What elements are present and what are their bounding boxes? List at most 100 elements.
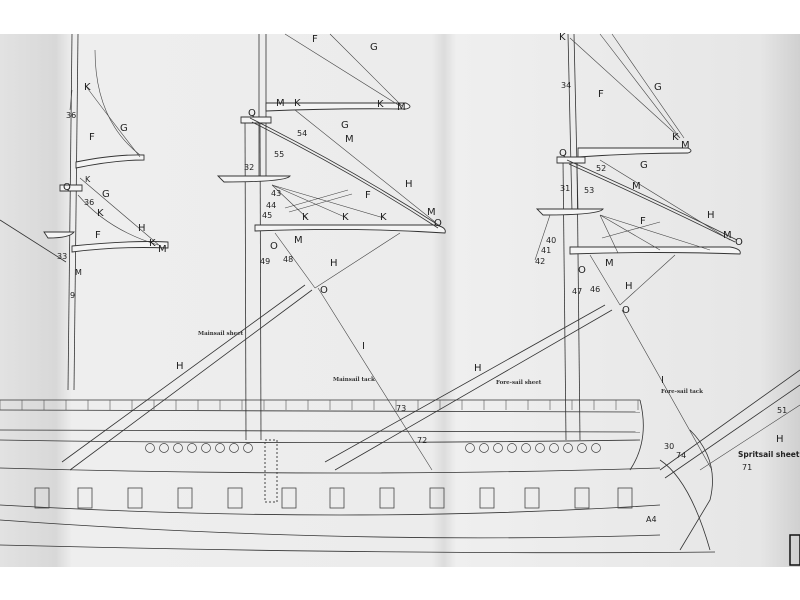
gunport: [574, 487, 590, 509]
mainsail-tack-caption: Mainsail tack: [333, 377, 375, 383]
rigging-label: K: [85, 175, 91, 184]
rigging-label: G: [640, 160, 648, 171]
rigging-label: K: [149, 238, 156, 249]
rigging-label: F: [95, 230, 101, 241]
rigging-label: 43: [271, 189, 281, 198]
rigging-label: M: [427, 207, 436, 218]
title-box: [789, 534, 800, 566]
rigging-label: 41: [541, 246, 551, 255]
rigging-label: G: [370, 42, 378, 53]
gunport: [379, 487, 395, 509]
rigging-label: 34: [561, 81, 571, 90]
rigging-label: H: [176, 361, 184, 372]
deadeye: [479, 443, 489, 453]
rigging-label: Q: [248, 108, 256, 119]
rigging-label: I: [362, 341, 365, 352]
rigging-label: M: [605, 258, 614, 269]
rigging-label: M: [158, 244, 167, 255]
deadeye: [493, 443, 503, 453]
rigging-label: K: [84, 82, 91, 93]
rigging-label: K: [294, 98, 301, 109]
deadeye: [535, 443, 545, 453]
deadeye: [159, 443, 169, 453]
rigging-label: M: [397, 102, 406, 113]
rigging-label: H: [707, 210, 715, 221]
gunport: [479, 487, 495, 509]
rigging-label: 55: [274, 150, 284, 159]
rigging-label: 44: [266, 201, 276, 210]
gunport: [524, 487, 540, 509]
rigging-label: H: [330, 258, 338, 269]
rigging-label: K: [377, 99, 384, 110]
rigging-label: 46: [590, 285, 600, 294]
rigging-label: 42: [535, 257, 545, 266]
rigging-label: M: [632, 181, 641, 192]
deadeye: [145, 443, 155, 453]
rigging-label: F: [640, 216, 646, 227]
fore-labels: K 34 F G K M Q 52 G M 31 53 F H 40 41 42…: [535, 32, 743, 316]
rigging-label: 33: [57, 252, 67, 261]
rigging-label: O: [578, 265, 586, 276]
deadeye: [173, 443, 183, 453]
deadeye: [215, 443, 225, 453]
rigging-label: M: [75, 268, 82, 277]
rigging-label: 72: [417, 436, 427, 445]
rigging-label: M: [681, 140, 690, 151]
rigging-label: A4: [646, 515, 657, 524]
rigging-label: O: [622, 305, 630, 316]
rigging-label: G: [120, 123, 128, 134]
gunport: [429, 487, 445, 509]
rigging-label: G: [654, 82, 662, 93]
rigging-label: O: [434, 218, 442, 229]
sheets-and-tacks: [61, 284, 800, 479]
rigging-label: F: [598, 89, 604, 100]
rigging-label: K: [380, 212, 387, 223]
rigging-label: O: [320, 285, 328, 296]
rigging-label: 48: [283, 255, 293, 264]
rigging-label: K: [302, 212, 309, 223]
hull-labels: Mainsail sheet H I Mainsail tack 73 72 H…: [176, 331, 800, 524]
deadeye: [591, 443, 601, 453]
fore-mast: [534, 33, 741, 441]
rigging-label: 47: [572, 287, 582, 296]
mainsail-sheet-caption: Mainsail sheet: [198, 331, 244, 337]
rigging-label: F: [89, 132, 95, 143]
gunport: [34, 487, 50, 509]
rigging-label: M: [723, 230, 732, 241]
rigging-label: F: [312, 34, 318, 45]
deadeye: [507, 443, 517, 453]
rigging-label: 32: [244, 163, 254, 172]
rigging-label: 53: [584, 186, 594, 195]
deadeye: [187, 443, 197, 453]
foresail-tack-caption: Fore-sail tack: [661, 389, 703, 395]
rigging-label: 31: [560, 184, 570, 193]
rigging-label: 40: [546, 236, 556, 245]
rigging-label: 71: [742, 463, 752, 472]
rigging-label: G: [341, 120, 349, 131]
rigging-label: H: [625, 281, 633, 292]
deadeye: [563, 443, 573, 453]
rigging-label: 73: [396, 404, 406, 413]
deck-rail: [0, 400, 639, 453]
gunport: [177, 487, 193, 509]
rigging-label: 54: [297, 129, 307, 138]
hull: [0, 399, 716, 554]
rigging-label: 51: [777, 406, 787, 415]
gunport: [617, 487, 633, 509]
rigging-label: K: [97, 208, 104, 219]
spritsail-sheet-caption: Spritsail sheet: [738, 450, 800, 459]
paper-sheet: [0, 34, 800, 567]
rigging-label: 52: [596, 164, 606, 173]
rigging-label: Q: [63, 182, 71, 193]
rigging-label: K: [342, 212, 349, 223]
rigging-label: 9: [70, 291, 75, 300]
rigging-label: O: [735, 237, 743, 248]
deadeye: [577, 443, 587, 453]
gunport: [127, 487, 143, 509]
gunport: [77, 487, 93, 509]
rigging-label: 36: [84, 198, 94, 207]
rigging-label: 74: [676, 451, 686, 460]
rigging-label: F: [365, 190, 371, 201]
deadeye: [521, 443, 531, 453]
